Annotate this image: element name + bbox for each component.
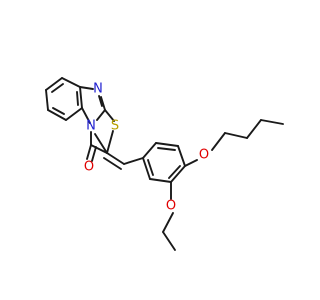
bond: [123, 157, 144, 165]
bond: [149, 178, 172, 183]
bond: [177, 145, 186, 167]
bond-double: [91, 146, 97, 162]
atom-label-layer: N N S O O O: [84, 82, 209, 214]
bond: [94, 133, 108, 154]
bond-layer: [45, 77, 284, 251]
bond: [260, 119, 284, 125]
bond: [142, 142, 157, 159]
bond: [81, 107, 91, 124]
molecule-diagram: N N S O O O: [45, 77, 284, 251]
bond-inner: [168, 165, 181, 179]
bond: [106, 130, 114, 154]
bond: [65, 107, 83, 121]
bond: [104, 109, 115, 122]
bond: [170, 165, 186, 183]
bond: [96, 109, 106, 121]
bond-inner: [147, 159, 154, 176]
bond-inner: [76, 91, 79, 106]
bond: [100, 96, 106, 111]
atom-label-s: S: [111, 119, 119, 134]
bond: [45, 89, 49, 111]
bond: [90, 144, 108, 154]
bond-double: [98, 95, 103, 107]
structure-canvas: N N S O O O: [45, 77, 284, 251]
bond-inner: [51, 83, 64, 93]
bond: [211, 132, 226, 151]
bond: [246, 119, 262, 139]
bond: [155, 142, 179, 147]
bond: [106, 152, 125, 165]
bond: [86, 144, 92, 160]
atom-label-o-ethoxy: O: [166, 199, 176, 214]
bond: [61, 77, 81, 88]
bond: [142, 157, 151, 180]
atom-label-o-butoxy: O: [199, 148, 209, 163]
bond: [45, 77, 63, 91]
bond: [162, 231, 176, 251]
atom-label-o-carbonyl: O: [84, 160, 94, 175]
bond: [47, 109, 67, 121]
atom-label-n-top: N: [93, 82, 103, 97]
bond-double: [103, 157, 122, 170]
bond: [79, 86, 94, 90]
bond-inner: [52, 107, 65, 115]
bond-inner: [157, 147, 176, 151]
bond: [184, 159, 198, 167]
bond: [79, 86, 83, 109]
bond: [162, 212, 174, 233]
atom-label-n-ring: N: [86, 119, 96, 134]
bond: [224, 132, 248, 139]
